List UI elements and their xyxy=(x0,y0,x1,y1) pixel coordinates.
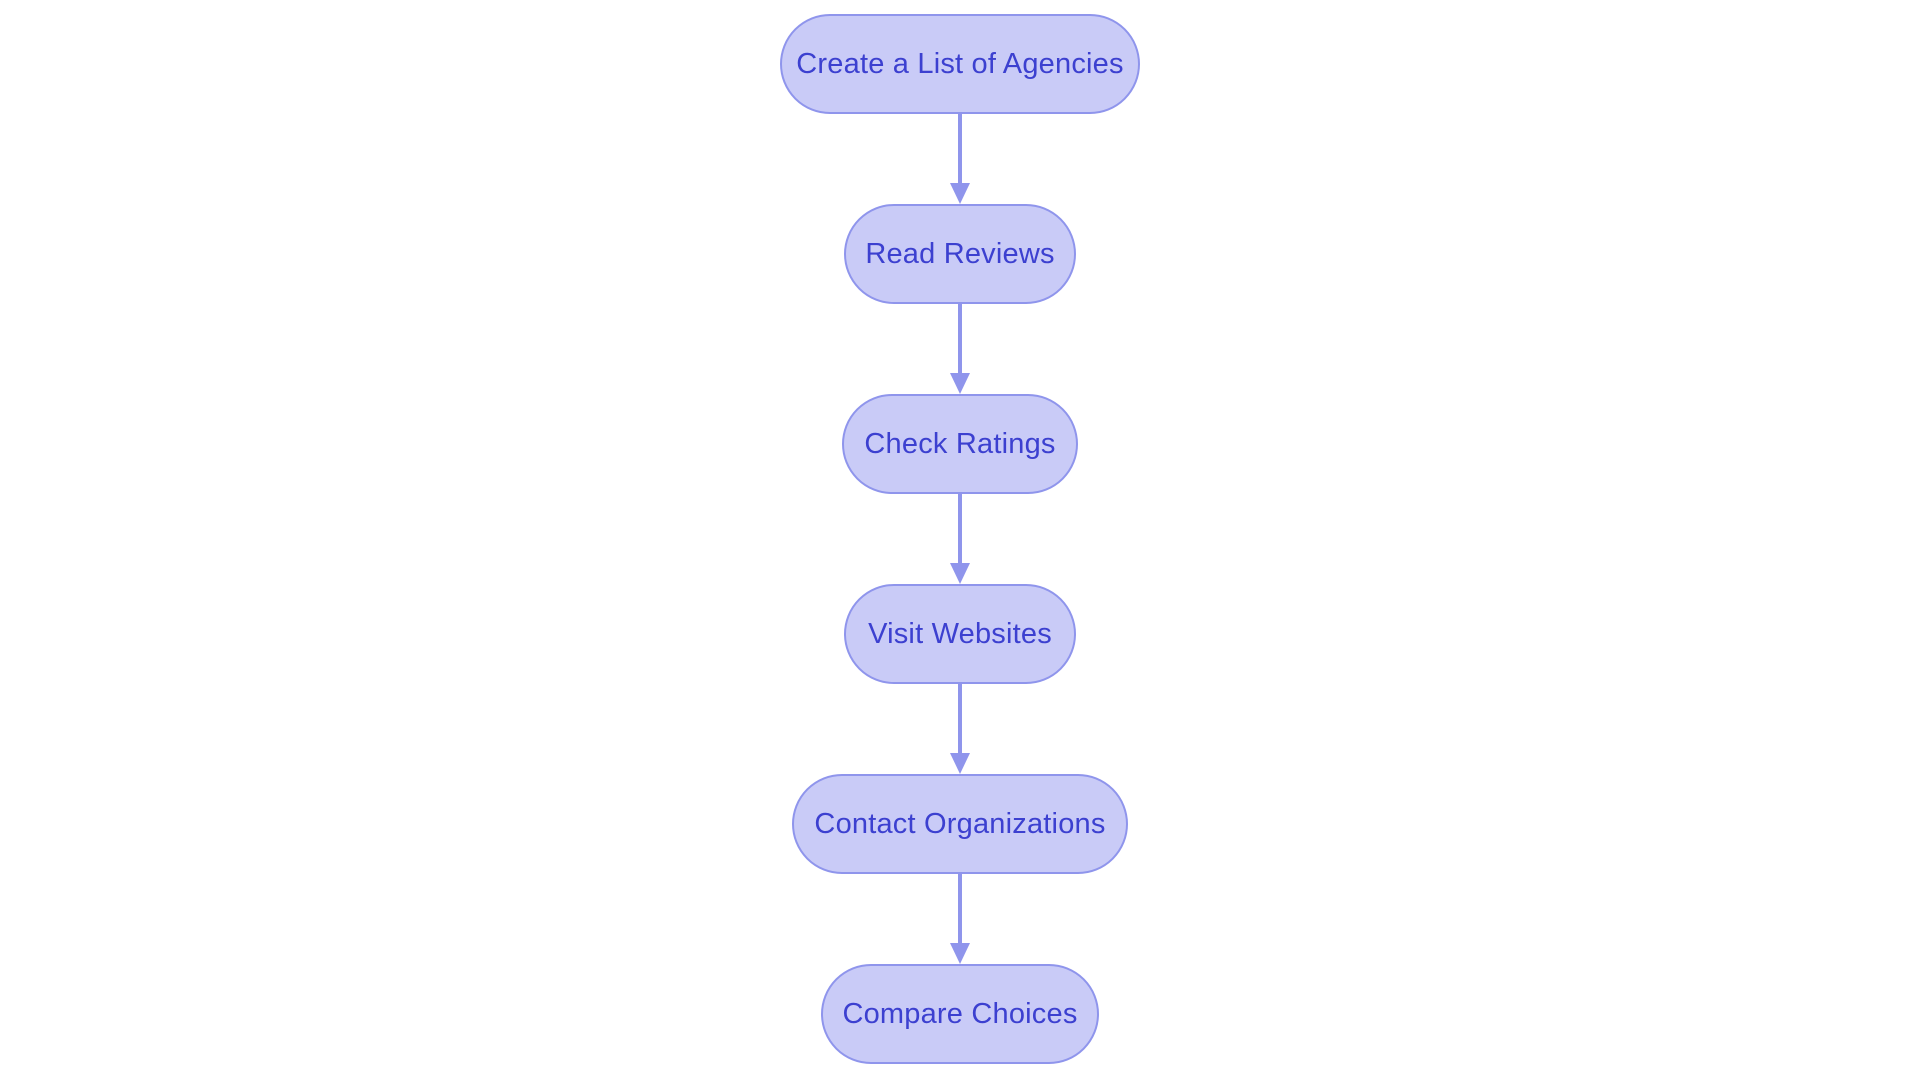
flow-arrow-1 xyxy=(950,114,970,204)
flow-node-compare-choices: Compare Choices xyxy=(821,964,1099,1064)
arrow-head-icon xyxy=(950,373,970,394)
arrow-line xyxy=(958,684,962,753)
flow-node-create-list-of-agencies: Create a List of Agencies xyxy=(780,14,1140,114)
flow-node-label: Check Ratings xyxy=(864,427,1056,460)
flow-arrow-2 xyxy=(950,304,970,394)
arrow-head-icon xyxy=(950,943,970,964)
flow-node-check-ratings: Check Ratings xyxy=(842,394,1078,494)
flow-node-label: Create a List of Agencies xyxy=(796,47,1124,80)
arrow-head-icon xyxy=(950,183,970,204)
arrow-head-icon xyxy=(950,753,970,774)
flow-node-label: Compare Choices xyxy=(842,997,1078,1030)
flow-arrow-5 xyxy=(950,874,970,964)
arrow-line xyxy=(958,494,962,563)
flow-node-contact-organizations: Contact Organizations xyxy=(792,774,1128,874)
flow-arrow-3 xyxy=(950,494,970,584)
flow-node-label: Read Reviews xyxy=(865,237,1055,270)
arrow-line xyxy=(958,114,962,183)
flow-arrow-4 xyxy=(950,684,970,774)
flow-node-visit-websites: Visit Websites xyxy=(844,584,1076,684)
flow-node-label: Contact Organizations xyxy=(814,807,1106,840)
arrow-line xyxy=(958,874,962,943)
flow-node-read-reviews: Read Reviews xyxy=(844,204,1076,304)
arrow-line xyxy=(958,304,962,373)
flow-node-label: Visit Websites xyxy=(868,617,1052,650)
arrow-head-icon xyxy=(950,563,970,584)
